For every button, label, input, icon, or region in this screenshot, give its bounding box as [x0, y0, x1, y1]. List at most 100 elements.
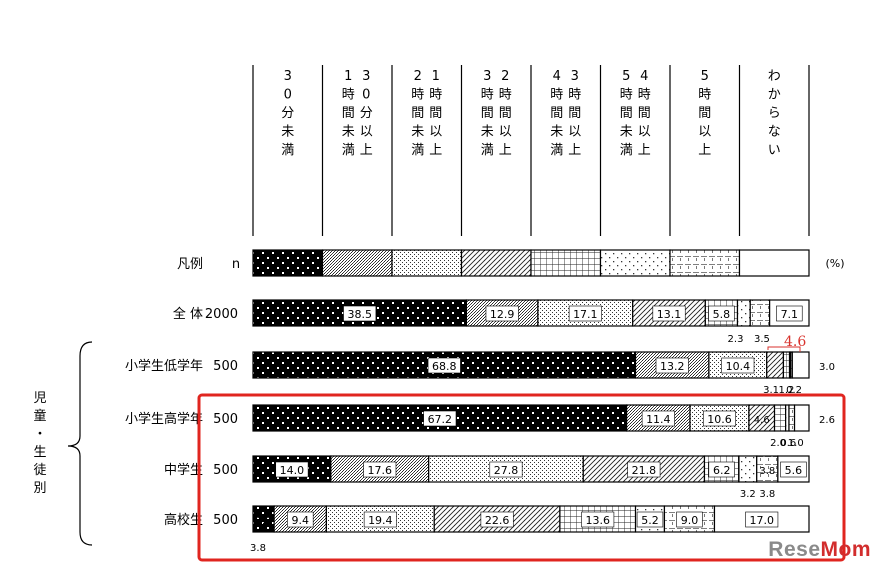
series-header-glyph: 間: [342, 106, 355, 121]
series-header-glyph: 1: [432, 69, 440, 84]
bar-segment: [252, 455, 332, 483]
series-header-glyph: 上: [360, 143, 373, 158]
value-label: 67.2: [428, 413, 453, 426]
value-label: 27.8: [494, 464, 519, 477]
value-label: 11.4: [646, 413, 671, 426]
value-label: 9.0: [681, 514, 699, 527]
series-header-glyph: 間: [481, 106, 494, 121]
series-header-glyph: 満: [620, 143, 633, 158]
value-label: 22.6: [485, 514, 510, 527]
series-header-glyph: 以: [638, 125, 651, 140]
row-n: 500: [213, 412, 238, 427]
series-header-glyph: 時: [342, 88, 355, 103]
value-label-box: [581, 511, 615, 528]
bar-segment: [738, 455, 758, 483]
value-label-box: [636, 511, 664, 528]
watermark-part2: Mom: [820, 538, 871, 561]
value-label: 1.0: [788, 438, 804, 449]
value-label: 13.1: [657, 308, 682, 321]
value-label-box: [676, 511, 703, 528]
legend-swatch: [252, 249, 324, 277]
series-header-glyph: わ: [768, 69, 781, 84]
series-header-glyph: 間: [638, 106, 651, 121]
series-header-glyph: 3: [362, 69, 370, 84]
bar-segment: [793, 404, 810, 432]
group-label-glyph: 徒: [33, 463, 46, 478]
value-label-box: [641, 410, 675, 427]
value-label: 2.6: [819, 415, 835, 426]
series-header-glyph: 上: [429, 143, 442, 158]
annotation: 4.6: [767, 334, 806, 352]
highlight-box: [197, 393, 846, 562]
value-label: 9.4: [292, 514, 310, 527]
value-label: 12.9: [490, 308, 515, 321]
value-label-box: [745, 511, 779, 528]
value-label-box: [423, 410, 457, 427]
value-label-box: [287, 511, 314, 528]
row-label: 高校生: [164, 512, 203, 528]
series-header-glyph: 上: [568, 143, 581, 158]
series-header-glyph: 以: [429, 125, 442, 140]
value-label: 13.6: [585, 514, 610, 527]
series-header-glyph: な: [768, 125, 781, 140]
value-label-box: [343, 305, 377, 322]
bar-segment: [791, 351, 810, 379]
bar-segment: [749, 299, 771, 327]
value-label-box: [708, 461, 735, 478]
value-label: 2.0: [770, 438, 786, 449]
series-header: 30分以上1時間未満1時間未満30分以上: [342, 69, 373, 158]
legend-swatch: [460, 249, 532, 277]
series-header-glyph: い: [768, 143, 781, 158]
value-label: 14.0: [280, 464, 305, 477]
legend-swatch: [321, 249, 393, 277]
value-label-box: [776, 305, 803, 322]
series-header-glyph: 5: [701, 69, 709, 84]
value-label: 5.2: [641, 514, 659, 527]
bar-segment: [766, 351, 785, 379]
value-label: 4.6: [754, 415, 770, 426]
series-header-glyph: 未: [620, 125, 633, 140]
series-header-glyph: 4: [640, 69, 648, 84]
value-label-box: [427, 357, 461, 374]
row-n: 2000: [205, 307, 238, 322]
value-label-box: [480, 511, 514, 528]
series-header-glyph: 分: [360, 106, 373, 121]
value-label: 17.6: [368, 464, 393, 477]
annotation-text: 4.6: [784, 334, 806, 350]
series-header-glyph: 間: [698, 106, 711, 121]
value-label: 7.1: [781, 308, 799, 321]
value-label-box: [708, 305, 735, 322]
row-label: 中学生: [164, 462, 203, 478]
value-label: 19.4: [368, 514, 393, 527]
series-header-glyph: 以: [698, 125, 711, 140]
bar-segment: [736, 299, 751, 327]
group-bracket: 児童・生徒別児童・生徒別: [33, 341, 93, 546]
series-header-glyph: 間: [550, 106, 563, 121]
series-header-glyph: 満: [481, 143, 494, 158]
series-header-glyph: 満: [411, 143, 424, 158]
series-header: 2時間以上3時間未満3時間未満2時間以上: [481, 69, 512, 158]
row-label: 小学生低学年: [125, 358, 203, 374]
series-header-glyph: 時: [638, 88, 651, 103]
group-label-glyph: ・: [33, 427, 46, 442]
series-header-glyph: 以: [360, 125, 373, 140]
series-header: 5時間以上5時間以上: [698, 69, 711, 158]
series-header-glyph: 間: [568, 106, 581, 121]
value-label: 13.2: [660, 360, 685, 373]
legend-swatch: [599, 249, 671, 277]
value-label: 3.2: [740, 489, 756, 500]
value-label: 0.6: [780, 438, 796, 449]
series-header-glyph: 上: [698, 143, 711, 158]
series-header-glyph: 上: [638, 143, 651, 158]
series-header-glyph: 以: [568, 125, 581, 140]
value-label: 0.2: [786, 385, 802, 396]
value-label: 10.6: [707, 413, 732, 426]
series-header: 30分未満30分未満: [281, 69, 294, 158]
row-n: 500: [213, 513, 238, 528]
series-headers: 30分未満30分未満30分以上1時間未満1時間未満30分以上1時間以上2時間未満…: [252, 65, 810, 236]
row-label: 小学生高学年: [125, 411, 203, 427]
